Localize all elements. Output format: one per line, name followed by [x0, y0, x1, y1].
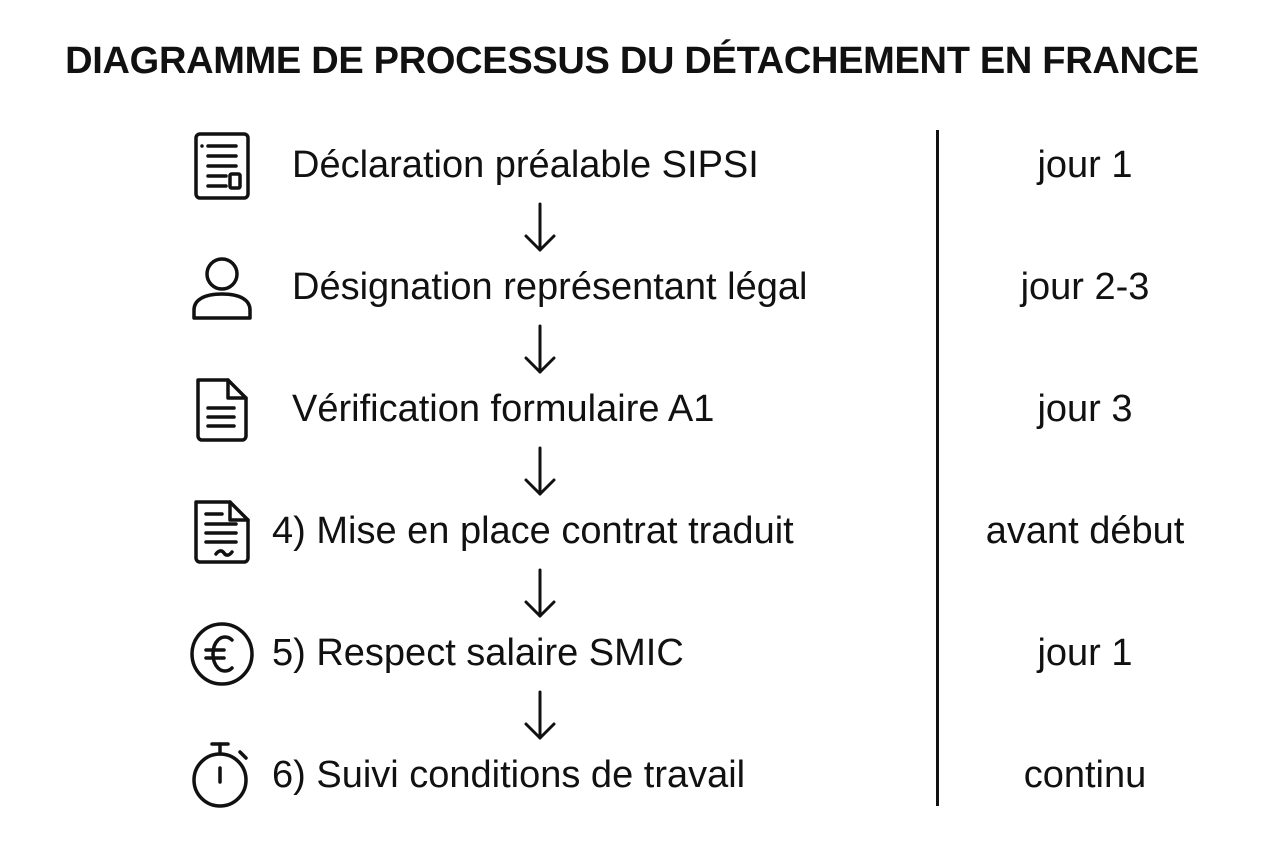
- diagram-title: DIAGRAMME DE PROCESSUS DU DÉTACHEMENT EN…: [65, 40, 1199, 82]
- flow-arrow-4: [518, 566, 562, 622]
- step-label-6: 6) Suivi conditions de travail: [272, 754, 746, 796]
- step-label-1: Déclaration préalable SIPSI: [292, 144, 759, 186]
- step-timing-3: jour 3: [1037, 388, 1133, 430]
- step-timing-2: jour 2-3: [1020, 266, 1150, 308]
- person-icon: [186, 252, 258, 324]
- step-timing-6: continu: [1023, 754, 1147, 796]
- step-label-5: 5) Respect salaire SMIC: [272, 632, 684, 674]
- flow-arrow-5: [518, 688, 562, 744]
- signed-contract-icon: [186, 496, 258, 568]
- flow-arrow-1: [518, 200, 562, 256]
- stopwatch-icon: [186, 738, 258, 810]
- step-label-3: Vérification formulaire A1: [292, 388, 715, 430]
- step-timing-4: avant début: [985, 510, 1185, 552]
- step-timing-1: jour 1: [1037, 144, 1133, 186]
- document-icon: [186, 374, 258, 446]
- flow-arrow-3: [518, 444, 562, 500]
- euro-icon: [186, 618, 258, 690]
- form-document-icon: [186, 130, 258, 202]
- step-label-2: Désignation représentant légal: [292, 266, 808, 308]
- column-divider: [936, 130, 939, 806]
- step-timing-5: jour 1: [1037, 632, 1133, 674]
- step-label-4: 4) Mise en place contrat traduit: [272, 510, 794, 552]
- flow-arrow-2: [518, 322, 562, 378]
